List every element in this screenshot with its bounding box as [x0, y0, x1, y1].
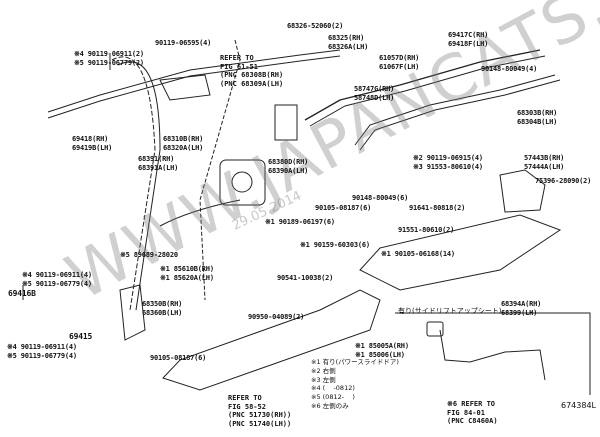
part-label-90119-06915[interactable]: ※2 90119-06915(4)※3 91553-80610(4)	[413, 154, 483, 171]
footnotes: ※1 有り(パワースライドドア) ※2 右側 ※3 左側 ※4 ( -0812)…	[311, 358, 399, 411]
door-lock-assembly	[219, 159, 266, 206]
part-label-68391[interactable]: 68391(RH)68391A(LH)	[138, 155, 179, 172]
part-label-69418[interactable]: 69418(RH)69419B(LH)	[72, 135, 113, 152]
part-label-61057[interactable]: 61057D(RH)61067F(LH)	[379, 54, 420, 71]
cable	[159, 199, 241, 227]
part-label-90541[interactable]: 90541-10038(2)	[277, 274, 334, 282]
footnote-6: ※6 左側のみ	[311, 401, 349, 410]
part-label-90105-06168[interactable]: ※1 90105-06168(14)	[381, 250, 455, 258]
part-label-68380[interactable]: 68380D(RH)68390A(LH)	[268, 158, 309, 175]
part-label-90148-80049-4[interactable]: 90148-80049(4)	[481, 65, 538, 73]
bracket	[499, 169, 546, 213]
footnote-3: ※3 左側	[311, 375, 336, 384]
upper-hinge	[159, 74, 211, 101]
part-label-89689[interactable]: ※5 89689-28020	[120, 251, 178, 259]
upper-rail	[47, 49, 341, 113]
part-label-90119-06911-mid[interactable]: ※4 90119-06911(4)※5 90119-06779(4)	[22, 271, 92, 288]
footnote-1: ※1 有り(パワースライドドア)	[311, 358, 399, 366]
harness	[439, 329, 546, 381]
part-label-90105-08187-mid[interactable]: 90105-08187(6)	[315, 204, 372, 212]
part-label-90119-06911-top[interactable]: ※4 90119-06911(2)※5 90119-06779(2)	[74, 50, 144, 67]
floor-cover	[359, 214, 562, 291]
footnote-5: ※5 (0812- )	[311, 393, 355, 402]
part-label-69415[interactable]: 69415	[69, 332, 93, 341]
door-pillar	[111, 56, 156, 311]
part-label-68310[interactable]: 68310B(RH)68320A(LH)	[163, 135, 204, 152]
part-label-69417[interactable]: 69417C(RH)69418F(LH)	[448, 31, 489, 48]
part-label-85005[interactable]: ※1 85005A(RH)※1 85006(LH)	[355, 342, 409, 359]
footnote-4: ※4 ( -0812)	[311, 384, 355, 393]
lower-hinge	[119, 284, 146, 341]
parts-diagram-art	[22, 39, 591, 395]
rocker-panel	[162, 289, 381, 391]
part-label-91641[interactable]: 91641-80818(2)	[409, 204, 466, 212]
figure-id: 674384L	[561, 401, 596, 410]
part-label-69416[interactable]: 69416B	[8, 289, 36, 298]
center-hinge	[274, 104, 298, 141]
part-label-68394[interactable]: 68394A(RH)68399(LH)	[501, 300, 542, 317]
part-label-90119-06911-bot[interactable]: ※4 90119-06911(4)※5 90119-06779(4)	[7, 343, 77, 360]
part-label-68350[interactable]: 68350B(RH)68360B(LH)	[142, 300, 183, 317]
footnote-2: ※2 右側	[311, 366, 336, 375]
part-label-91551[interactable]: 91551-80610(2)	[398, 226, 455, 234]
part-label-58747[interactable]: 58747G(RH)58748D(LH)	[354, 85, 395, 102]
part-label-90105-08187-bot[interactable]: 90105-08187(6)	[150, 354, 207, 362]
part-label-57443[interactable]: 57443B(RH)57444A(LH)	[524, 154, 565, 171]
part-label-90950[interactable]: 90950-04089(2)	[248, 313, 305, 321]
option-box-label: 有り(サイドリフトアップシート)	[398, 307, 502, 315]
part-label-90159[interactable]: ※1 90159-60303(6)	[300, 241, 370, 249]
part-label-90119-06595[interactable]: 90119-06595(4)	[155, 39, 212, 47]
part-label-90189[interactable]: ※1 90189-06197(6)	[265, 218, 335, 226]
part-label-85610[interactable]: ※1 85610B(RH)※1 85620A(LH)	[160, 265, 214, 282]
part-label-68303[interactable]: 68303B(RH)68304B(LH)	[517, 109, 558, 126]
part-label-68326-52060[interactable]: 68326-52060(2)	[287, 22, 344, 30]
center-rail	[304, 49, 541, 121]
part-label-90148-80049-6[interactable]: 90148-80049(6)	[352, 194, 409, 202]
part-label-75396[interactable]: 75396-28090(2)	[535, 177, 592, 185]
part-label-68325[interactable]: 68325(RH)68326A(LH)	[328, 34, 369, 51]
